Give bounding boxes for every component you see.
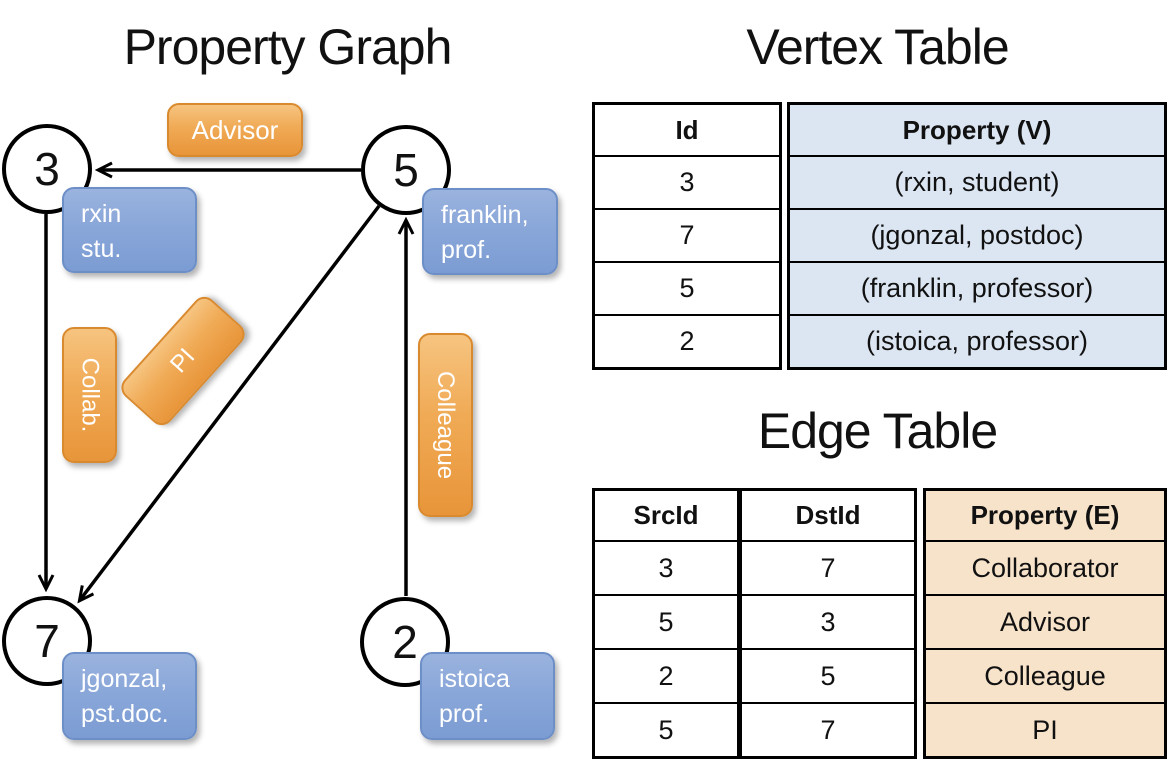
edge-table-property-cell: Colleague xyxy=(926,648,1164,702)
edge-table-dstid-cell: 7 xyxy=(742,540,914,594)
vertex-table-property-cell: (rxin, student) xyxy=(790,155,1164,208)
edge-label-pi-text: PI xyxy=(165,343,201,379)
vertex-table-property-cell: (jgonzal, postdoc) xyxy=(790,208,1164,261)
edge-table-property-header: Property (E) xyxy=(926,491,1164,540)
vertex-table-id-cell: 2 xyxy=(595,314,779,367)
edge-table-srcid-cell: 2 xyxy=(595,648,737,702)
vertex-table-id-column: Id 3 7 5 2 xyxy=(592,102,782,370)
edge-table-property-column: Property (E) Collaborator Advisor Collea… xyxy=(923,488,1167,759)
node-7-id: 7 xyxy=(34,615,60,667)
edge-table-property-cell: PI xyxy=(926,702,1164,756)
edge-table-srcid-header: SrcId xyxy=(633,500,699,530)
vertex-prop-5-line1: franklin, xyxy=(441,201,529,229)
edge-table-property-cell: Advisor xyxy=(926,594,1164,648)
edge-table-srcid-cell: 5 xyxy=(595,702,737,756)
vertex-table-id-cell: 7 xyxy=(595,208,779,261)
vertex-table-property-cell: (franklin, professor) xyxy=(790,261,1164,314)
vertex-table-title: Vertex Table xyxy=(746,19,1009,75)
property-graph-title: Property Graph xyxy=(123,19,453,75)
vertex-prop-box-7: jgonzal, pst.doc. xyxy=(62,652,197,740)
vertex-prop-3-line2: stu. xyxy=(81,234,122,263)
edge-label-collab-text: Collab. xyxy=(76,357,104,433)
edge-table-dstid-cell: 3 xyxy=(742,594,914,648)
edge-label-colleague-text: Colleague xyxy=(432,370,460,480)
edge-label-colleague: Colleague xyxy=(418,333,473,517)
vertex-prop-3-line1: rxin xyxy=(81,200,122,228)
vertex-prop-7-line2: pst.doc. xyxy=(81,699,169,728)
vertex-prop-2-line1: istoica xyxy=(439,665,510,693)
node-5-id: 5 xyxy=(393,144,419,196)
vertex-prop-7-line1: jgonzal, xyxy=(81,665,168,693)
node-2-id: 2 xyxy=(392,616,418,668)
vertex-prop-box-3: rxin stu. xyxy=(62,187,197,273)
node-5: 5 xyxy=(361,125,451,215)
edge-label-collab: Collab. xyxy=(62,327,117,463)
vertex-table-id-cell: 5 xyxy=(595,261,779,314)
vertex-prop-2-line2: prof. xyxy=(439,699,490,728)
vertex-prop-5-line2: prof. xyxy=(441,235,492,264)
edge-label-advisor-text: Advisor xyxy=(191,114,279,145)
vertex-prop-box-2: istoica prof. xyxy=(420,652,555,740)
edge-table-srcid-cell: 3 xyxy=(595,540,737,594)
vertex-prop-box-5: franklin, prof. xyxy=(422,188,558,275)
edge-table-title: Edge Table xyxy=(757,403,998,459)
node-3-id: 3 xyxy=(34,143,60,195)
graph-edges xyxy=(0,0,580,760)
vertex-table-id-header: Id xyxy=(675,114,699,145)
edge-table-dstid-column: DstId 7 3 5 7 xyxy=(740,488,917,759)
edge-table-dstid-cell: 5 xyxy=(742,648,914,702)
vertex-table-property-column: Property (V) (rxin, student) (jgonzal, p… xyxy=(787,102,1167,370)
node-2: 2 xyxy=(360,597,450,687)
edge-table-dstid-header: DstId xyxy=(795,500,861,530)
edge-pi-5-to-7 xyxy=(80,204,381,600)
vertex-table-id-cell: 3 xyxy=(595,155,779,208)
vertex-table-property-cell: (istoica, professor) xyxy=(790,314,1164,367)
edge-table-dstid-cell: 7 xyxy=(742,702,914,756)
edge-table-srcid-column: SrcId 3 5 2 5 xyxy=(592,488,740,759)
edge-label-advisor: Advisor xyxy=(167,103,303,157)
vertex-table-property-header: Property (V) xyxy=(790,105,1164,155)
edge-table-property-cell: Collaborator xyxy=(926,540,1164,594)
edge-table-srcid-cell: 5 xyxy=(595,594,737,648)
